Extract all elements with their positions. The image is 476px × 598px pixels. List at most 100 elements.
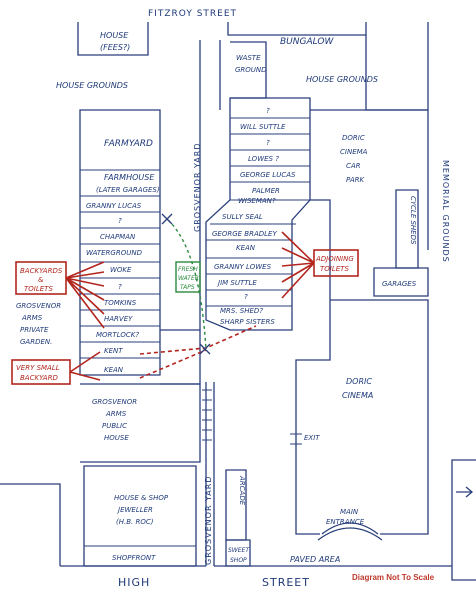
paved-area-label: PAVED AREA [290,555,340,564]
right-house-2: ? [266,139,270,147]
right-house-5: PALMER [252,187,280,195]
tap-marker-bottom [199,343,211,355]
waste-ground-label: WASTE [236,54,261,62]
garages-label: GARAGES [382,280,417,288]
sweet-shop-label-2: SHOP [230,557,247,564]
grosvenor-ph-label-3: PUBLIC [102,422,127,430]
exit-marker [290,430,302,448]
yard-dashed-link-lower [139,349,207,379]
street-label-high-street: STREET [262,576,310,589]
grosvenor-ph-label-4: HOUSE [104,434,129,442]
exit-label: EXIT [304,434,320,442]
right-edge-box [451,459,476,581]
very-small-backyard-label: VERY SMALL [16,364,60,372]
fresh-water-taps-label-2: WATER [178,275,199,282]
very-small-backyard-pointers [69,351,101,381]
shopfront-label: SHOPFRONT [112,554,156,562]
grosvenor-ph-label-2: ARMS [105,410,127,418]
memorial-grounds-text: MEMORIAL GROUNDS [441,160,450,263]
not-to-scale-note: Diagram Not To Scale [352,573,435,582]
left-house-6: TOMKINS [104,299,137,307]
right-house-7: SULLY SEAL [222,213,263,221]
yard-hatch [202,389,212,441]
right-house-6: WISEMAN? [238,197,276,205]
farmhouse-label: FARMHOUSE [104,173,155,182]
right-edge-arrow [456,486,474,498]
fitzroy-frontage-right [227,22,367,36]
left-house-10: KEAN [104,366,124,374]
doric-cinema-label: DORIC [346,377,372,386]
bungalow-right-boundary [365,22,429,111]
house-fees-label-2: (FEES?) [100,43,130,52]
left-house-4: WOKE [110,266,132,274]
left-house-1: ? [118,217,122,225]
very-small-backyard-label-2: BACKYARD [20,374,58,382]
garages-outline [373,267,429,297]
fresh-water-dashed-line [167,219,207,351]
right-house-11: JIM SUTTLE [216,279,257,287]
sweet-shop-label: SWEET [228,547,250,554]
fresh-water-taps-label: FRESH [178,266,198,273]
right-house-14: SHARP SISTERS [220,318,275,326]
doric-car-park-label-4: PARK [346,176,366,184]
fresh-water-taps-label-3: TAPS [180,284,195,291]
backyards-pointers [65,261,105,329]
house-grounds-right-label: HOUSE GROUNDS [306,75,378,84]
right-house-4: GEORGE LUCAS [240,171,296,179]
tap-marker-top [161,213,173,225]
street-label-grosvenor-yard-top: GROSVENOR YARD [193,143,202,233]
cycle-sheds-label: CYCLE SHEDS [409,196,417,245]
grosvenor-arms-outline [80,383,201,463]
fresh-water-taps-callout [175,261,201,293]
grosvenor-garden-label-2: ARMS [21,314,43,322]
street-label-high: HIGH [118,576,150,589]
grosvenor-garden-label-3: PRIVATE [20,326,49,334]
doric-car-park-label: DORIC [342,134,365,142]
main-entrance-steps [317,527,383,541]
left-house-7: HARVEY [104,315,133,323]
main-entrance-label-2: ENTRANCE [326,518,365,526]
car-park-west [310,199,331,300]
adjoining-toilets-pointers [281,231,315,299]
grosvenor-garden-label: GROSVENOR [16,302,61,310]
adjoining-toilets-label: ADJOINING [315,255,354,263]
right-row-houses: ? WILL SUTTLE ? LOWES ? GEORGE LUCAS PAL… [206,107,310,326]
grosvenor-garden-label-4: GARDEN. [20,338,52,346]
house-shop-outline [83,465,197,567]
doric-car-park-label-2: CINEMA [340,148,368,156]
right-house-3: LOWES ? [248,155,279,163]
street-label-fitzroy: FITZROY STREET [148,9,237,19]
bungalow-label: BUNGALOW [280,37,334,47]
left-row-houses: GRANNY LUCAS ? CHAPMAN WATERGROUND WOKE … [80,202,160,374]
left-house-9: KENT [104,347,123,355]
right-house-12: ? [244,293,248,301]
house-shop-label: HOUSE & SHOP [114,494,169,502]
street-label-grosvenor-yard-bottom: GROSVENOR YARD [204,476,213,566]
farmyard-label: FARMYARD [104,139,153,149]
right-house-10: GRANNY LOWES [214,263,272,271]
house-fees-label: HOUSE [100,31,129,40]
backyards-label-2: & [38,276,44,284]
house-grounds-left-label: HOUSE GROUNDS [56,81,128,90]
right-house-9: KEAN [236,244,256,252]
backyards-label: BACKYARDS [20,267,63,275]
doric-cinema-label-2: CINEMA [342,391,373,400]
left-house-3: WATERGROUND [86,249,143,257]
farmhouse-label-2: (LATER GARAGES) [96,186,160,194]
left-annex [160,329,201,385]
right-row-outline [205,97,311,331]
left-house-5: ? [118,283,122,291]
arcade-label: ARCADE [238,475,246,506]
right-house-0: ? [266,107,270,115]
doric-cinema-outline [295,299,429,535]
far-left-boundary [0,483,61,566]
waste-ground-label-2: GROUND [235,66,267,74]
doric-car-park-label-3: CAR [346,162,361,170]
fitzroy-frontage-left [77,22,149,56]
main-entrance-label: MAIN [340,508,359,516]
backyards-label-3: TOILETS [24,285,53,293]
grosvenor-ph-label: GROSVENOR [92,398,137,406]
house-shop-label-2: JEWELLER [116,506,153,514]
right-house-1: WILL SUTTLE [240,123,286,131]
